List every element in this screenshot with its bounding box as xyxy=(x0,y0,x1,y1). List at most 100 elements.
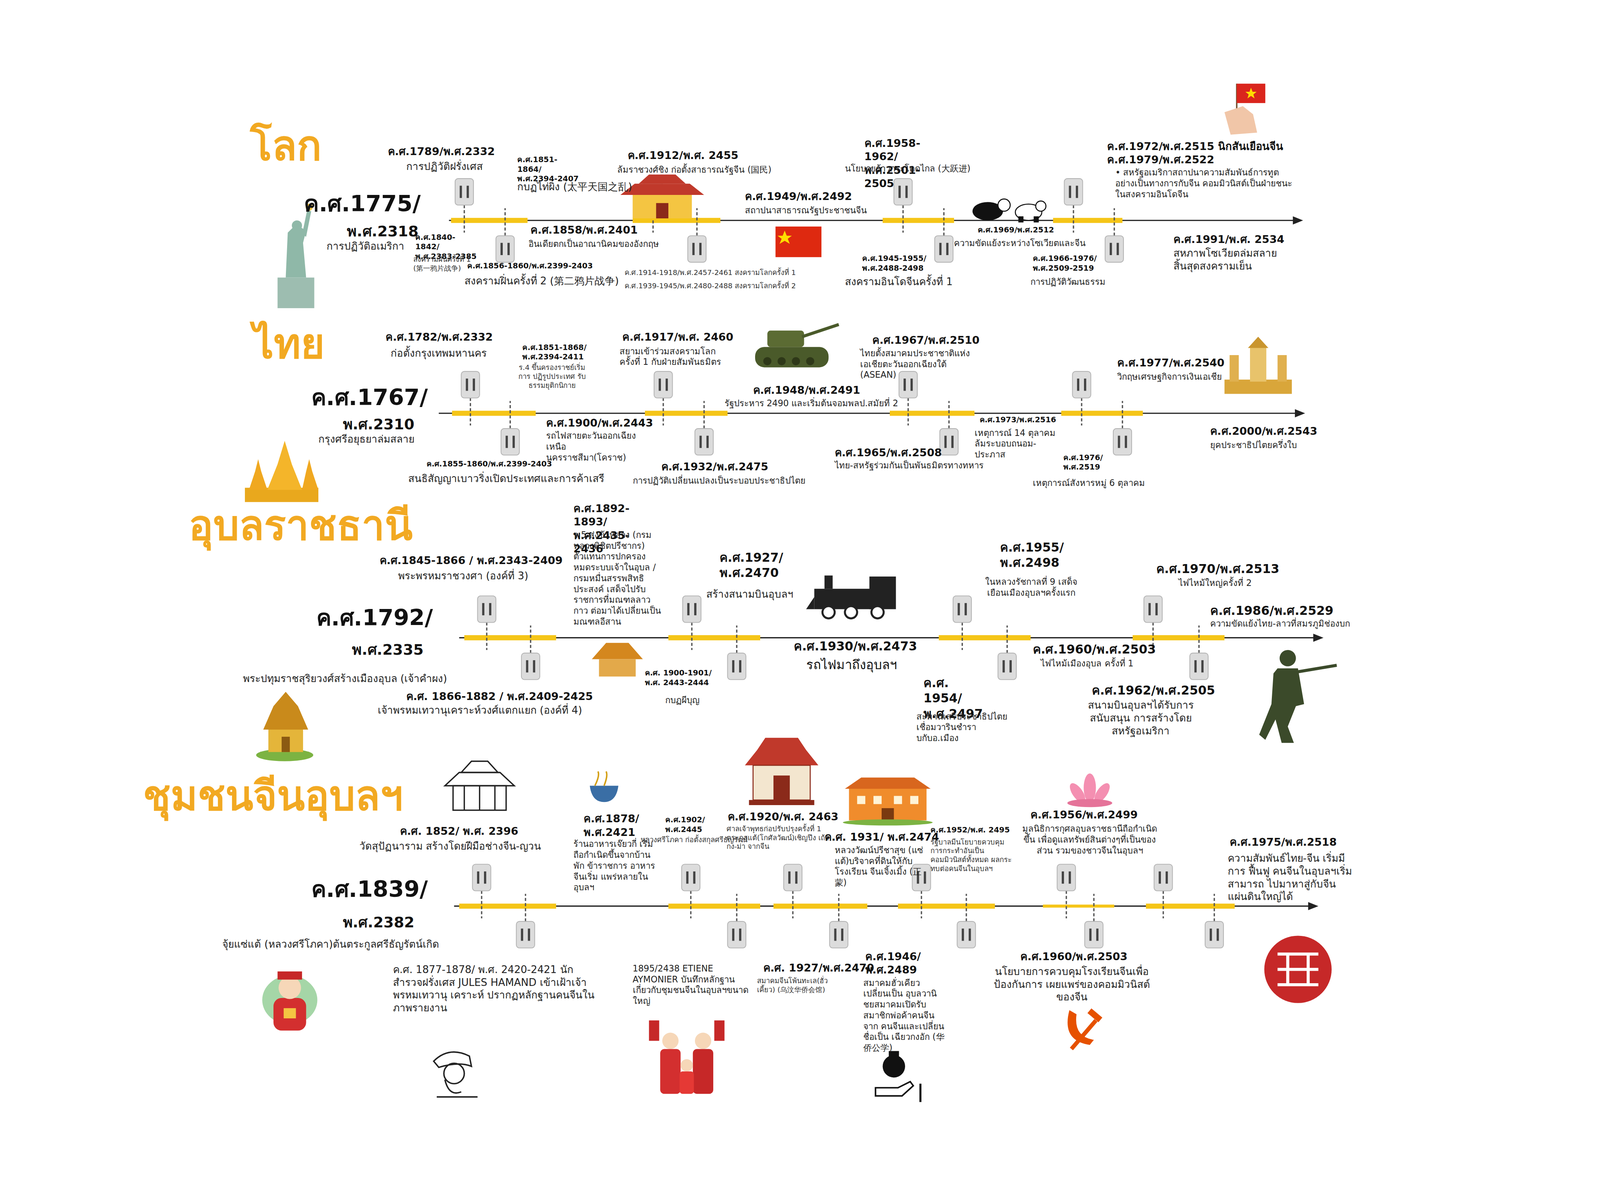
event-date: ค.ศ.1973/พ.ศ.2516 xyxy=(979,415,1057,425)
event-date: ค.ศ. 1900-1901/ พ.ศ. 2443-2444 xyxy=(644,668,721,688)
event-text: สมาคมจีนโพ้นทะเล(ฮั่วเคี้ยว) (乌汶华侨会馆) xyxy=(757,976,843,995)
event-text: สนธิสัญญาเบาวริ่งเปิดประเทศและการค้าเสรี xyxy=(408,472,605,486)
event-text: กรุงศรีอยุธยาล่มสลาย xyxy=(318,432,415,446)
event-text: มูลนิธิการกุศลอุบลราชธานีถือกำเนิดขึ้น เ… xyxy=(1018,823,1162,856)
event-text: ศาลเจ้าพุทธก่อปรับปรุงครั้งที่ 1 ตระกูลแ… xyxy=(726,824,833,852)
event-text: รถไฟสายตะวันออกเฉียงเหนือ นครราชสีมา(โคร… xyxy=(546,430,649,463)
event-date: ค.ศ.1782/พ.ศ.2332 xyxy=(385,330,493,344)
event-text: ร้านอาหารเจ๊ยวกี่ เริ่มถือกำเนิดขึ้นจากบ… xyxy=(573,838,659,893)
event-text: • สหรัฐอเมริกาสถาปนาความสัมพันธ์การทูต อ… xyxy=(1115,167,1299,200)
noodle-bowl xyxy=(589,771,619,802)
event-text: นโยบายการควบคุมโรงเรียนจีนเพื่อป้องกันกา… xyxy=(987,965,1157,1004)
thai-house xyxy=(591,642,643,677)
event-text: ค.ศ.1939-1945/พ.ศ.2480-2488 สงครามโลกครั… xyxy=(624,281,797,291)
chinese-symbol xyxy=(1264,935,1332,1003)
event-text: เหตุการณ์ 14 ตุลาคม ล้มระบอบถนอม-ประภาส xyxy=(974,427,1067,461)
event-date: ค.ศ. 1866-1882 / พ.ศ.2409-2425 xyxy=(406,689,593,704)
event-text: ค.ศ.1914-1918/พ.ศ.2457-2461 สงครามโลกครั… xyxy=(624,268,797,278)
event-text: ไทย-สหรัฐร่วมกันเป็นพันธมิตรทางทหาร xyxy=(834,460,984,472)
thai-pagoda xyxy=(244,440,319,502)
thai-temple xyxy=(256,691,314,762)
row-heading: โลก xyxy=(250,120,322,172)
event-text: กบฏผีบุญ xyxy=(665,694,700,706)
event-date: ค.ศ.1930/พ.ศ.2473 xyxy=(793,638,917,654)
event-date: ค.ศ.1878/ พ.ศ.2421 xyxy=(583,812,637,840)
event-date: ค.ศ.2000/พ.ศ.2543 xyxy=(1210,424,1318,438)
event-date: ค.ศ.1979/พ.ศ.2522 xyxy=(1107,153,1215,167)
democracy-monument xyxy=(1224,336,1292,394)
event-date: ค.ศ.1789/พ.ศ.2332 xyxy=(387,144,495,159)
event-text: รัฐประหาร 2490 และเริ่มต้นจอมพลป.สมัยที่… xyxy=(724,398,899,409)
event-date: ค.ศ.1932/พ.ศ.2475 xyxy=(661,460,769,474)
event-date: ค.ศ.1970/พ.ศ.2513 xyxy=(1156,561,1280,577)
lotus-icon xyxy=(1066,773,1113,808)
event-text: ไฟไหม้เมืองอุบล ครั้งที่ 1 xyxy=(1040,658,1134,670)
event-date: ค.ศ.1956/พ.ศ.2499 xyxy=(1030,808,1138,822)
row-heading: ไทย xyxy=(253,318,325,370)
buddhist-year: พ.ศ.2335 xyxy=(351,640,424,659)
event-date: ค.ศ.1948/พ.ศ.2491 xyxy=(753,383,861,397)
event-text: สงครามฝิ่นครั้งที่ 2 (第二鸦片战争) xyxy=(464,274,620,288)
event-date: ค.ศ.1917/พ.ศ. 2460 xyxy=(622,330,734,344)
event-text: ยุคประชาธิปไตยครึ่งใบ xyxy=(1210,439,1297,451)
buddhist-year: พ.ศ.2318 xyxy=(346,222,419,241)
event-date: ค.ศ.1967/พ.ศ.2510 xyxy=(872,333,980,347)
god-of-wealth xyxy=(262,971,318,1031)
tank-icon xyxy=(755,324,839,368)
chinese-shrine xyxy=(744,737,819,806)
event-text: การปฏิวัติฝรั่งเศส xyxy=(406,160,483,174)
event-marker xyxy=(455,178,1224,949)
event-text: ร.4 ขึ้นครองราชย์เริ่มการ ปฏิรูปประเทศ ร… xyxy=(516,363,588,391)
event-text: นโยบายก้าวกระโดดไกล (大跃进) xyxy=(844,163,971,175)
event-date: ค.ศ.1977/พ.ศ.2540 xyxy=(1117,356,1225,370)
event-text: สนามบินอุบลฯได้รับการสนับสนุน การสร้างโด… xyxy=(1069,698,1213,738)
event-date: ค.ศ.1845-1866 / พ.ศ.2343-2409 xyxy=(379,553,563,568)
chinese-gate xyxy=(620,174,704,219)
event-date: ค.ศ. 1931/ พ.ศ.2474 xyxy=(824,830,940,844)
event-date: ค.ศ.1902/ พ.ศ.2445 xyxy=(665,815,709,835)
hammer-sickle xyxy=(1067,1008,1103,1049)
statue-of-liberty xyxy=(277,203,315,309)
row-heading: อุบลราชธานี xyxy=(188,500,413,552)
event-date: ค.ศ.1960/พ.ศ.2503 xyxy=(1032,641,1156,658)
event-date: ค.ศ.1945-1955/ พ.ศ.2488-2498 xyxy=(862,253,928,274)
steam-train xyxy=(806,575,897,619)
event-text: กบฏไท่ผิง (太平天国之乱) xyxy=(517,180,633,194)
row-heading: ชุมชนจีนอุบลฯ xyxy=(142,770,404,822)
event-text: สยามเข้าร่วมสงครามโลกครั้งที่ 1 กับฝ่ายส… xyxy=(619,346,727,368)
event-date: ค.ศ.1991/พ.ศ. 2534 xyxy=(1173,232,1285,247)
event-date: ค.ศ. 1852/ พ.ศ. 2396 xyxy=(400,824,519,838)
chinese-temple-drawing xyxy=(444,761,515,811)
timeline-axis xyxy=(438,220,1315,906)
event-date: ค.ศ.1858/พ.ศ.2401 xyxy=(530,223,638,237)
event-text: สะพานเสรีประชาธิปไตย เชื่อมวารินชำราบกับ… xyxy=(916,711,1009,744)
event-date: ค.ศ.1955/ พ.ศ.2498 xyxy=(1000,539,1064,571)
year-heading: ค.ศ.1792/ xyxy=(316,603,434,633)
event-date: ค.ศ.1912/พ.ศ. 2455 xyxy=(627,148,739,163)
event-text: ไทยตั้งสมาคมประชาชาติแห่ง เอเชียตะวันออก… xyxy=(860,348,978,381)
event-date: ค.ศ.1986/พ.ศ.2529 xyxy=(1210,603,1334,619)
event-text: จุ้ยแซ่แต้ (หลวงศรีโภคา)ต้นตระกูลศรีธัญร… xyxy=(222,937,440,951)
explorer-sketch xyxy=(433,1051,478,1097)
money-hand xyxy=(875,1051,921,1103)
event-text: ความขัดแย้งระหว่างโซเวียตและจีน xyxy=(953,237,1086,249)
event-date: ค.ศ.1966-1976/ พ.ศ.2509-2519 xyxy=(1032,253,1099,274)
event-text: สงครามอินโดจีนครั้งที่ 1 xyxy=(844,275,953,289)
china-flag xyxy=(775,226,822,258)
event-date: ค.ศ.1927/ พ.ศ.2470 xyxy=(719,550,783,581)
event-text: ค.ศ. 1877-1878/ พ.ศ. 2420-2421 นัก สำรวจ… xyxy=(392,963,597,1015)
event-text: ความขัดแย้งไทย-ลาวที่สมรภูมิช่องบก xyxy=(1210,618,1350,630)
vietnam-flag-hand xyxy=(1224,83,1266,135)
event-date: ค.ศ.1972/พ.ศ.2515 นิกสันเยือนจีน xyxy=(1107,139,1284,154)
event-date: ค.ศ.1855-1860/พ.ศ.2399-2403 xyxy=(426,459,552,469)
event-date: ค.ศ.1851-1864/ พ.ศ.2394-2407 xyxy=(517,155,581,184)
event-date: ค.ศ.1900/พ.ศ.2443 xyxy=(546,416,654,430)
buddhist-year: พ.ศ.2310 xyxy=(342,415,415,434)
panda-icon xyxy=(972,198,1046,223)
event-text: วิกฤษเศรษฐกิจการเงินเอเชีย xyxy=(1117,371,1222,383)
event-date: ค.ศ.1975/พ.ศ.2518 xyxy=(1229,835,1337,849)
event-date: ค.ศ.1960/พ.ศ.2503 xyxy=(1020,950,1128,964)
event-text: สมาคมฮั่วเคียว เปลี่ยนเป็น อุบลวานิชยสมา… xyxy=(863,977,945,1054)
